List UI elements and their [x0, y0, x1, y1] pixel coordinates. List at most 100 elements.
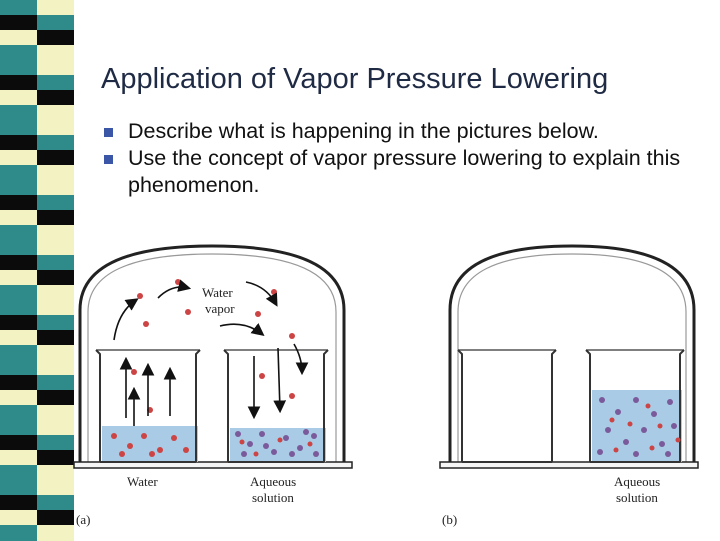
beaker-water: [95, 349, 201, 463]
molecule-path-arrows: [113, 279, 309, 426]
strip-block: [37, 345, 74, 361]
liquid-water: [102, 426, 198, 462]
strip-block: [0, 225, 37, 241]
strip-block: [0, 210, 37, 226]
strip-block: [37, 465, 74, 481]
strip-block: [37, 165, 74, 181]
beaker-solution-b: [585, 349, 685, 463]
strip-block: [0, 270, 37, 286]
bell-jar-a: [78, 244, 346, 466]
strip-block: [37, 15, 74, 31]
strip-block: [0, 450, 37, 466]
strip-block: [0, 315, 37, 331]
strip-block: [0, 0, 37, 16]
strip-block: [0, 15, 37, 31]
strip-block: [0, 345, 37, 361]
square-bullet-icon: [104, 155, 113, 164]
bullet-list: Describe what is happening in the pictur…: [104, 118, 714, 199]
strip-block: [37, 360, 74, 376]
strip-block: [0, 60, 37, 76]
strip-block: [37, 30, 74, 46]
solution-label-a-line2: solution: [252, 490, 294, 505]
strip-block: [37, 450, 74, 466]
strip-block: [0, 135, 37, 151]
strip-block: [0, 360, 37, 376]
strip-block: [37, 390, 74, 406]
strip-block: [0, 180, 37, 196]
strip-block: [37, 45, 74, 61]
strip-block: [37, 510, 74, 526]
vapor-label-line1: Water: [202, 285, 233, 300]
strip-block: [0, 465, 37, 481]
solution-particles-b: [597, 397, 681, 457]
solution-label-b-line1: Aqueous: [614, 474, 660, 489]
strip-block: [0, 405, 37, 421]
bullet-text: Use the concept of vapor pressure loweri…: [128, 146, 681, 197]
strip-block: [37, 120, 74, 136]
strip-block: [0, 300, 37, 316]
strip-block: [0, 255, 37, 271]
strip-block: [0, 120, 37, 136]
bullet-text: Describe what is happening in the pictur…: [128, 119, 599, 143]
strip-block: [0, 375, 37, 391]
strip-block: [0, 435, 37, 451]
bullet-item: Use the concept of vapor pressure loweri…: [104, 145, 714, 199]
strip-block: [37, 90, 74, 106]
base-plate-a: [73, 461, 353, 469]
bullet-item: Describe what is happening in the pictur…: [104, 118, 714, 145]
strip-block: [37, 330, 74, 346]
strip-block: [37, 105, 74, 121]
base-plate-b: [439, 461, 699, 469]
strip-block: [0, 30, 37, 46]
strip-block: [37, 285, 74, 301]
panel-a-marker: (a): [76, 512, 90, 527]
strip-block: [37, 0, 74, 16]
strip-block: [0, 525, 37, 541]
strip-block: [0, 165, 37, 181]
beaker-empty: [457, 349, 557, 463]
strip-block: [37, 525, 74, 541]
strip-block: [0, 480, 37, 496]
strip-block: [37, 375, 74, 391]
strip-block: [37, 210, 74, 226]
strip-block: [0, 90, 37, 106]
strip-block: [37, 405, 74, 421]
strip-block: [37, 270, 74, 286]
strip-block: [37, 225, 74, 241]
panel-a: Water vapor Water Aqueous solution (a): [73, 244, 353, 527]
strip-block: [37, 435, 74, 451]
strip-block: [37, 150, 74, 166]
strip-block: [37, 480, 74, 496]
strip-block: [0, 510, 37, 526]
strip-block: [0, 75, 37, 91]
vapor-pressure-diagram: Water vapor Water Aqueous solution (a) A…: [73, 244, 699, 527]
strip-block: [37, 60, 74, 76]
strip-block: [0, 495, 37, 511]
water-molecules: [111, 433, 189, 457]
strip-block: [0, 45, 37, 61]
strip-block: [0, 390, 37, 406]
strip-block: [37, 420, 74, 436]
beaker-water-label: Water: [127, 474, 158, 489]
strip-block: [37, 195, 74, 211]
strip-block: [37, 300, 74, 316]
strip-block: [0, 285, 37, 301]
strip-block: [0, 420, 37, 436]
strip-block: [37, 495, 74, 511]
solution-label-a-line1: Aqueous: [250, 474, 296, 489]
vapor-label-line2: vapor: [205, 301, 235, 316]
strip-block: [0, 105, 37, 121]
strip-block: [37, 255, 74, 271]
strip-block: [37, 315, 74, 331]
strip-block: [37, 135, 74, 151]
square-bullet-icon: [104, 128, 113, 137]
panel-b-marker: (b): [442, 512, 457, 527]
strip-block: [0, 195, 37, 211]
slide-title: Application of Vapor Pressure Lowering: [101, 63, 609, 95]
strip-block: [37, 75, 74, 91]
solution-label-b-line2: solution: [616, 490, 658, 505]
beaker-solution: [223, 349, 329, 463]
strip-block: [0, 150, 37, 166]
decorative-side-strip: [0, 0, 74, 541]
panel-b: Aqueous solution (b): [439, 244, 699, 527]
